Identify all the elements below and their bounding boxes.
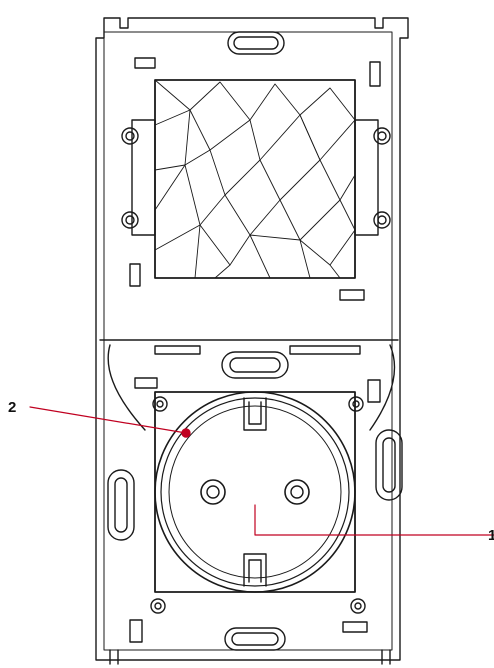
mounting-frame	[95, 17, 409, 665]
callout-2-label: 2	[8, 399, 17, 416]
sensor-cover	[154, 79, 356, 279]
callout-1-leader	[254, 504, 494, 536]
callout-2-leader	[29, 406, 187, 434]
callout-1-label: 1	[488, 527, 494, 544]
schuko-socket	[150, 391, 366, 614]
